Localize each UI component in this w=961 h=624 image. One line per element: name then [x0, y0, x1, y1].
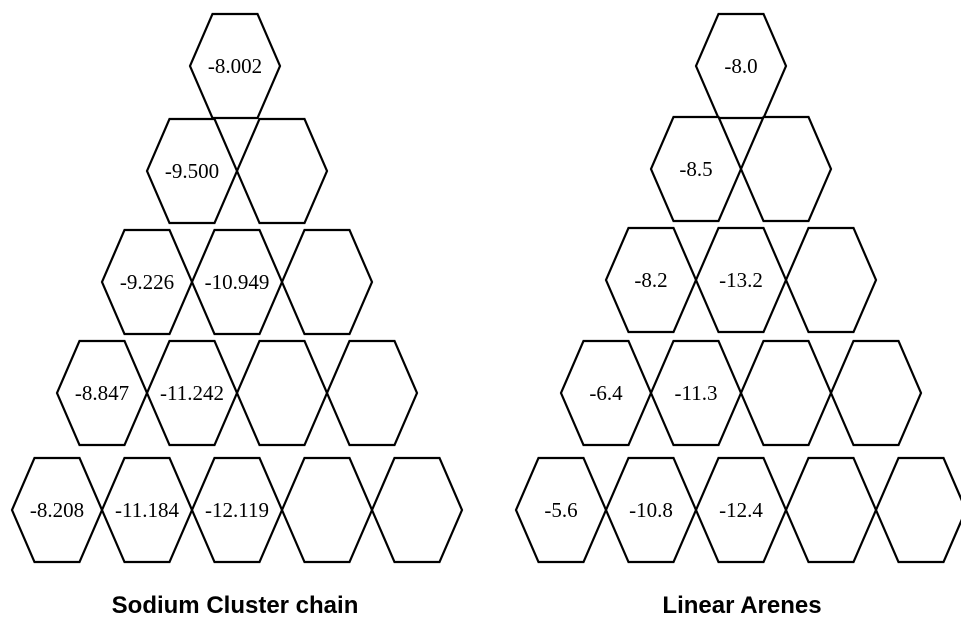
hexagon: [100, 228, 194, 336]
hexagon: [145, 339, 239, 447]
linear-arenes-panel: -8.0 -8.5 -8.2 -13.2 -6.4 -11.3 -5.6 -10.8 -12.4: [514, 12, 961, 564]
hexagon: [739, 115, 833, 223]
hexagon: [280, 456, 374, 564]
hexagon-value-label: -11.242: [160, 381, 224, 405]
hexagon-value-label: -8.002: [208, 54, 262, 78]
hexagon: [370, 456, 464, 564]
hexagon: [649, 339, 743, 447]
hexagon-value-label: -8.847: [75, 381, 129, 405]
hexagon: [325, 339, 419, 447]
hexagon-value-label: -9.500: [165, 159, 219, 183]
hexagon-value-label: -10.8: [629, 498, 673, 522]
hexagon: [514, 456, 608, 564]
hexagon-value-label: -10.949: [205, 270, 270, 294]
hexagon: [559, 339, 653, 447]
sodium-cluster-panel: -8.002 -9.500 -9.226 -10.949 -8.847 -11.242 -8…: [10, 12, 464, 564]
hexagon-value-label: -11.3: [675, 381, 718, 405]
hexagon-value-label: -8.2: [634, 268, 667, 292]
hexagon: [280, 228, 374, 336]
hexagon-value-label: -8.5: [679, 157, 712, 181]
hexagon: [100, 456, 194, 564]
hexagon-value-label: -13.2: [719, 268, 763, 292]
hexagon: [190, 228, 284, 336]
hexagon-value-label: -12.119: [205, 498, 269, 522]
hexagon: [188, 12, 282, 120]
hexagon: [55, 339, 149, 447]
sodium-cluster-title: Sodium Cluster chain: [111, 592, 359, 619]
hexagon: [784, 226, 878, 334]
hexagon: [694, 226, 788, 334]
hexagon: [649, 115, 743, 223]
hexagon: [10, 456, 104, 564]
hexagon: [145, 117, 239, 225]
hexagon: [190, 456, 284, 564]
linear-arenes-title: Linear Arenes: [662, 592, 822, 619]
hexagon-value-label: -6.4: [589, 381, 623, 405]
hexagon: [784, 456, 878, 564]
hexagon: [235, 339, 329, 447]
hexagon-value-label: -12.4: [719, 498, 763, 522]
hexagon-value-label: -9.226: [120, 270, 174, 294]
hexagon: [694, 456, 788, 564]
hexagon: [604, 226, 698, 334]
hexagon: [829, 339, 923, 447]
hexagon-value-label: -11.184: [115, 498, 179, 522]
hexagon-value-label: -5.6: [544, 498, 577, 522]
hexagon: [235, 117, 329, 225]
hexagon: [604, 456, 698, 564]
hexagon-value-label: -8.0: [724, 54, 757, 78]
hexagon-value-label: -8.208: [30, 498, 84, 522]
hexagon: [739, 339, 833, 447]
hexagon: [874, 456, 961, 564]
